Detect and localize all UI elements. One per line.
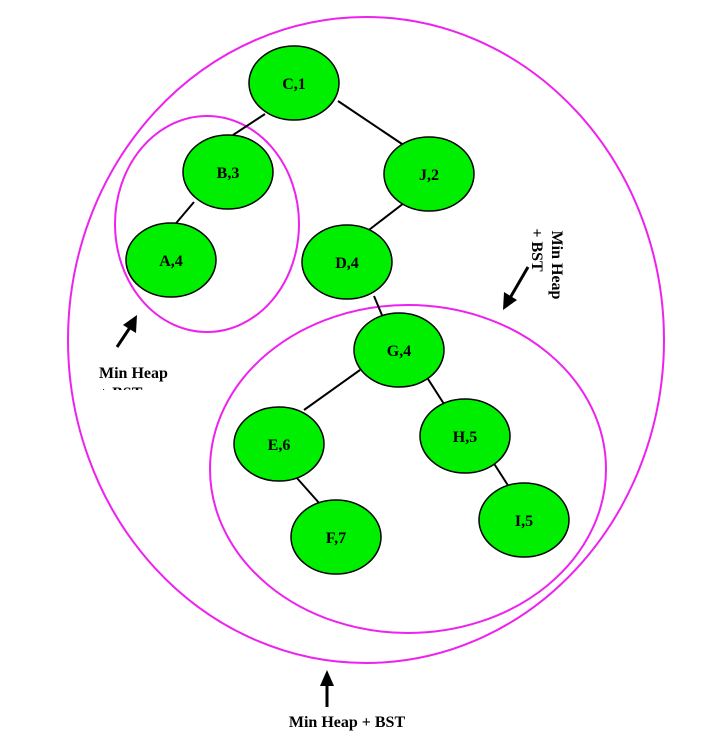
node-d-label: D,4 [335,255,359,272]
node-e: E,6 [233,406,325,482]
node-b: B,3 [182,134,274,210]
left-subtree-region-ellipse [114,115,300,333]
node-h-label: H,5 [453,429,477,446]
edge-c-b [232,113,266,136]
node-f-label: F,7 [326,530,346,547]
edge-j-d [364,202,405,234]
edge-g-h [427,378,445,405]
node-b-label: B,3 [217,165,240,182]
left-annotation-arrow [115,325,133,348]
left-annotation-line1: Min Heap [99,365,168,382]
node-a: A,4 [125,222,217,298]
node-c-label: C,1 [282,76,306,93]
node-a-label: A,4 [159,253,183,270]
node-h-circle [419,398,511,474]
node-f-circle [290,499,382,575]
node-g-label: G,4 [387,343,411,360]
node-g-circle [353,312,445,388]
node-j-label: J,2 [419,167,439,184]
node-d: D,4 [301,224,393,300]
right-subtree-region-ellipse [209,304,607,634]
bottom-annotation-label: Min Heap + BST [289,714,406,731]
right-annotation-line1: Min Heap [548,231,565,300]
node-f: F,7 [290,499,382,575]
right-annotation-line2: + BST [528,228,545,272]
right-annotation-arrow [508,266,530,299]
node-d-circle [301,224,393,300]
node-a-circle [125,222,217,298]
node-c-circle [248,45,340,121]
outer-region-ellipse [67,16,665,664]
right-annotation-arrow-head-icon [503,292,517,310]
node-g: G,4 [353,312,445,388]
node-i-circle [478,482,570,558]
edge-h-i [492,461,510,488]
edge-c-j [337,100,406,147]
node-i-label: I,5 [515,513,533,530]
node-j-circle [383,136,475,212]
node-j: J,2 [383,136,475,212]
node-b-circle [182,134,274,210]
left-annotation-arrow-head-icon [123,315,137,333]
edge-g-e [303,369,361,411]
node-i: I,5 [478,482,570,558]
node-e-label: E,6 [268,437,291,454]
node-h: H,5 [419,398,511,474]
node-e-circle [233,406,325,482]
node-c: C,1 [248,45,340,121]
edge-e-f [295,476,321,505]
left-annotation-line2: + BST [99,385,143,402]
bottom-annotation-arrow-head-icon [320,670,334,686]
